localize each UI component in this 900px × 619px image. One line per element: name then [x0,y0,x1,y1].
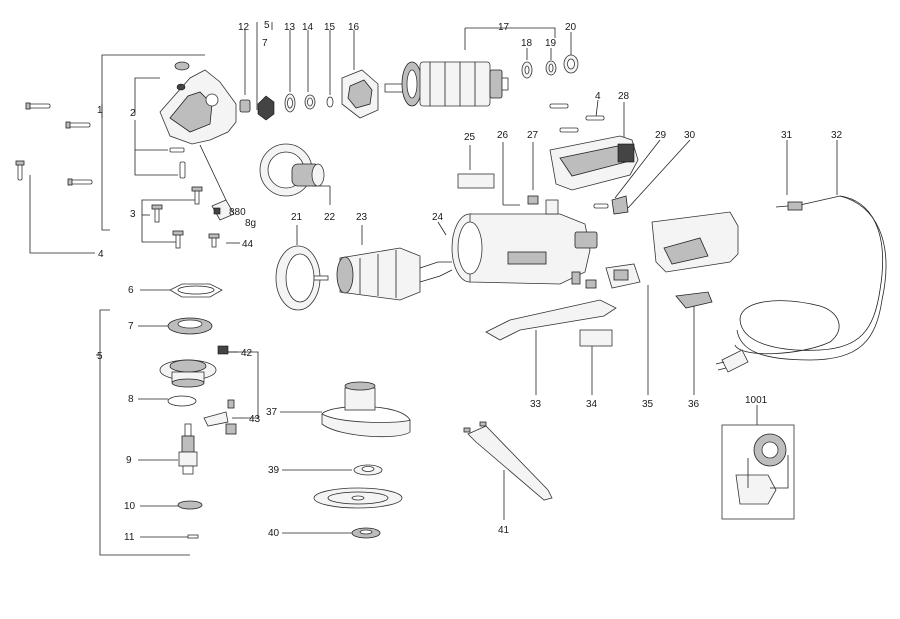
part-label: 19 [545,38,557,49]
grinding-disc [313,487,403,509]
part-label: 40 [268,528,280,539]
part-label: 30 [684,130,696,141]
motor-housing-24 [451,213,598,285]
part-label: 29 [655,130,667,141]
part-label: 14 [302,22,314,33]
switch-rod-33 [485,299,617,347]
fan-baffle-21 [275,245,329,311]
part-label: 1001 [745,395,768,406]
armature [384,54,579,107]
clamp-nut-40 [351,527,381,539]
key-11 [187,534,199,539]
part-label: 22 [324,212,336,223]
part-label: 4 [595,91,601,102]
wheel-guard-37 [321,381,411,438]
handle-cover-28 [549,103,639,191]
part-label: 6 [128,285,134,296]
part-label: 44 [242,239,254,250]
small-parts-25-27 [457,173,559,215]
part-label: 34 [586,399,598,410]
bevel-gear-7 [167,317,213,335]
grease-code-label: 880 [229,207,246,218]
part-label: 7 [128,321,134,332]
part-label: 42 [241,348,253,359]
part-label: 9 [126,455,132,466]
part-label: 15 [324,22,336,33]
part-label: 20 [565,22,577,33]
stator-23 [336,247,453,301]
part-label: 37 [266,407,278,418]
part-label: 11 [124,532,135,543]
part-label: 7 [262,38,268,49]
part-label: 26 [497,130,509,141]
part-label: 5 [264,20,270,31]
spindle-flange [159,359,217,388]
part-label: 16 [348,22,360,33]
part-label: 4 [98,249,104,260]
grease-amount-label: 8g [245,218,256,229]
part-label: 25 [464,132,476,143]
screws-group [15,102,93,186]
part-label: 41 [498,525,510,536]
part-label: 33 [530,399,542,410]
switch-parts-29-30 [593,195,629,215]
spindle-lock-parts [203,345,237,435]
wiring-diagram-inset [721,424,795,520]
part-label: 27 [527,130,539,141]
part-label: 10 [124,501,136,512]
part-label: 39 [268,465,280,476]
part-label: 12 [238,22,250,33]
spindle-9 [178,423,198,475]
power-cord [715,195,887,373]
switch-35 [571,263,641,289]
part-label: 21 [291,212,303,223]
part-label: 32 [831,130,843,141]
part-labels: 1 2 3 4 4 5 5 6 7 7 8 9 10 11 12 13 14 1… [97,20,843,543]
part-label: 36 [688,399,700,410]
part-label: 13 [284,22,296,33]
part-label: 18 [521,38,533,49]
washer-10 [177,500,203,510]
flange-nut-39 [353,464,383,476]
bearing-cover-22 [259,143,325,197]
part-label: 3 [130,209,136,220]
grease-tube: 880 8g [199,144,256,229]
part-label: 8 [128,394,134,405]
rear-cover [651,211,739,309]
pin-wrench-41 [463,421,553,501]
part-label: 35 [642,399,654,410]
screws-3-group [151,186,220,249]
bearing-parts-row [239,69,379,121]
part-label: 43 [249,414,261,425]
part-label: 23 [356,212,368,223]
part-label: 1 [97,105,103,116]
part-label: 2 [130,108,136,119]
gear-head-housing [159,61,237,179]
part-label: 28 [618,91,630,102]
o-ring-8 [167,395,197,407]
gasket-6 [169,283,223,298]
leader-lines [29,22,838,556]
part-label: 24 [432,212,444,223]
part-label: 31 [781,130,793,141]
part-label: 5 [97,351,103,362]
part-label: 17 [498,22,510,33]
